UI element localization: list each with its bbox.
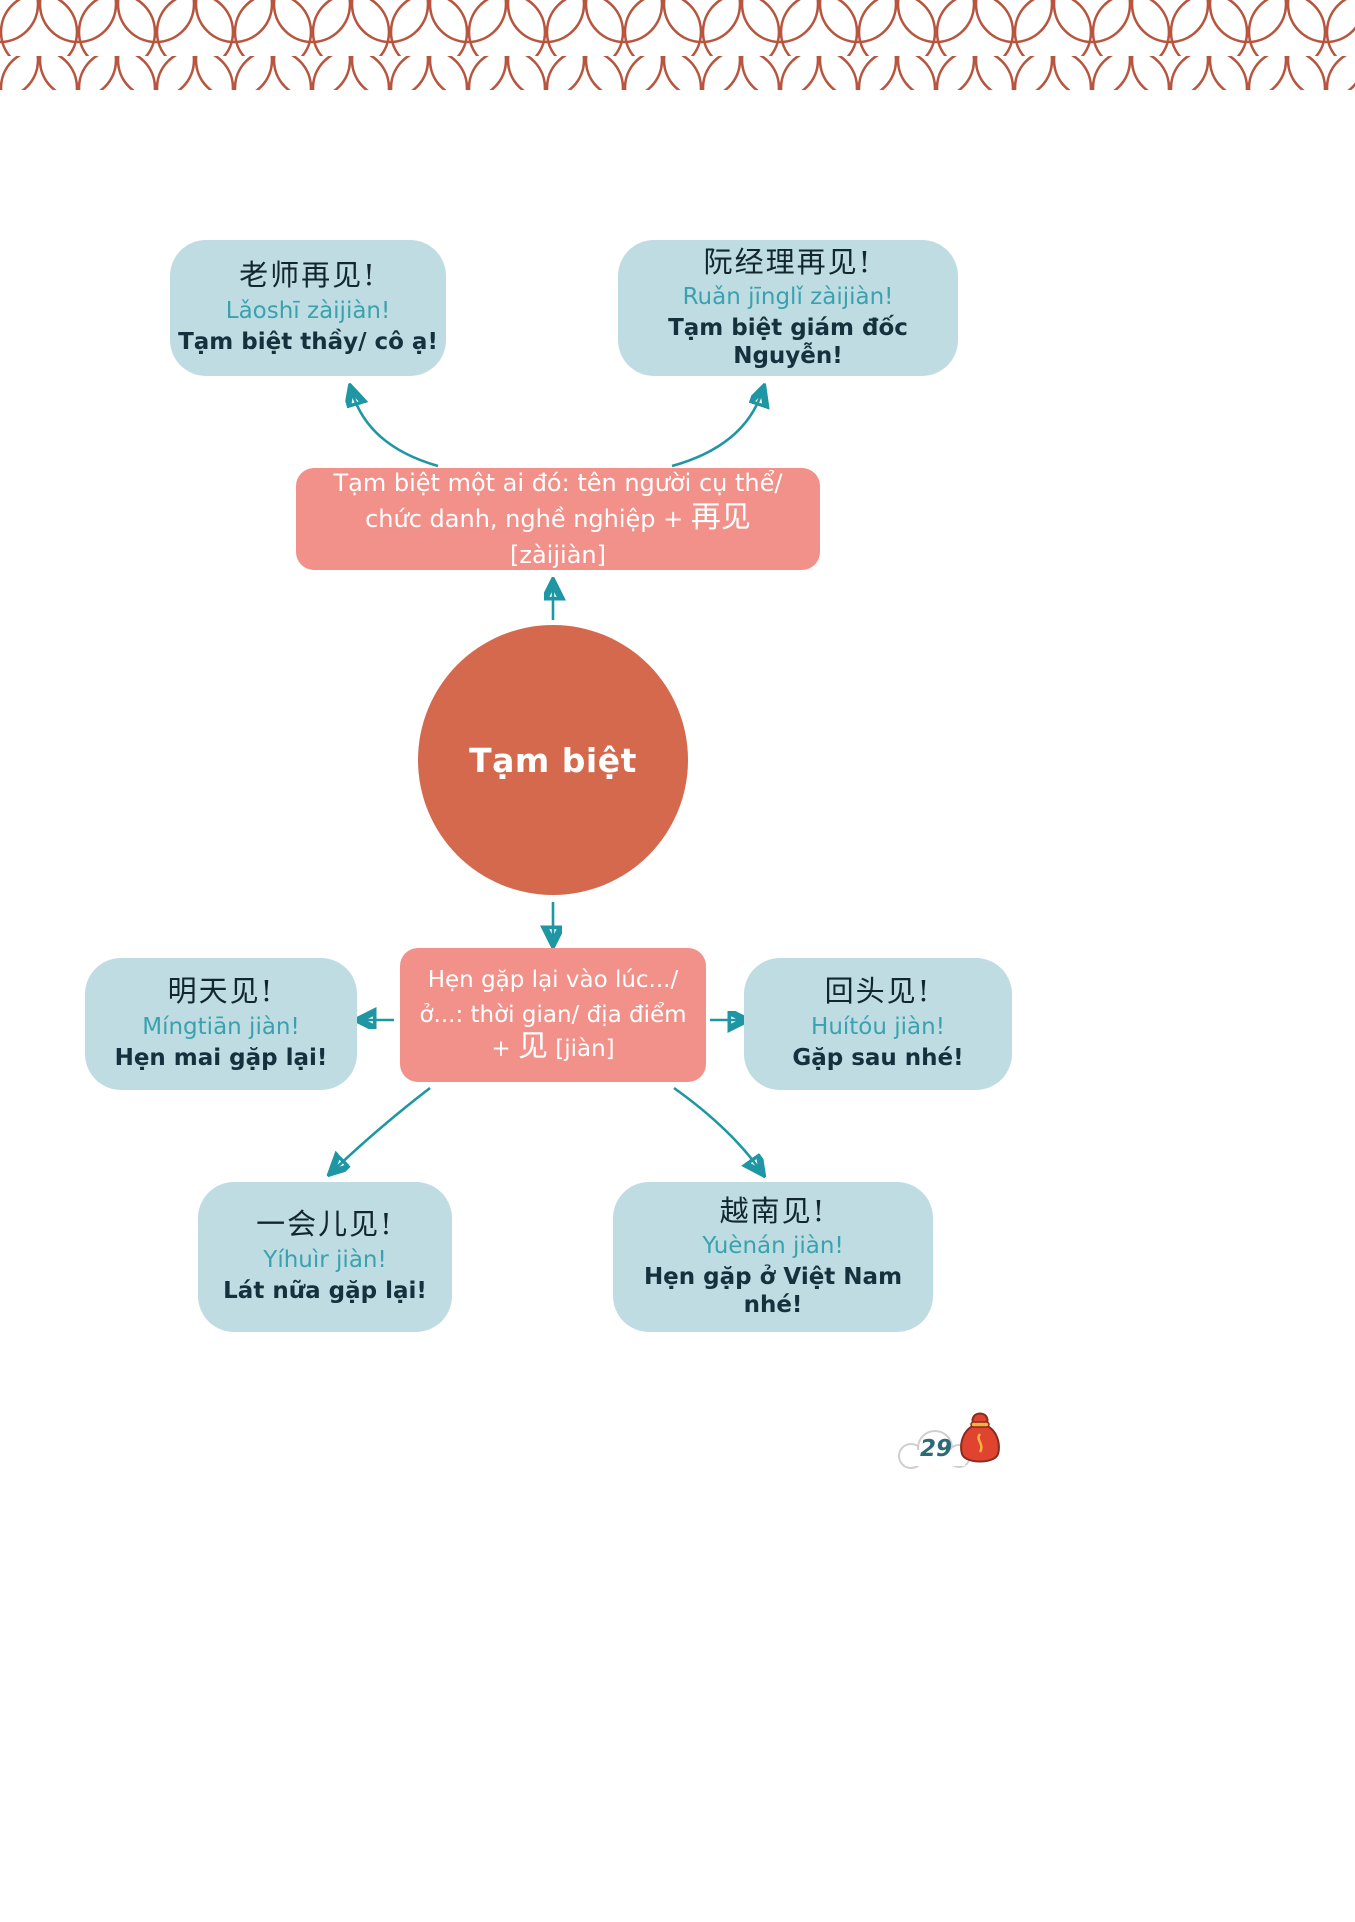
arrow-rule-bottom-to-example-bottom-right <box>673 1086 760 1170</box>
arrow-rule-top-to-example-top-left <box>352 392 439 468</box>
pinyin-text: Ruǎn jīnglǐ zàijiàn! <box>682 283 894 310</box>
example-box-bottom-right: 越南见! Yuènán jiàn! Hẹn gặp ở Việt Nam nhé… <box>613 1182 933 1332</box>
hanzi-text: 老师再见! <box>239 258 377 293</box>
example-box-mid-left: 明天见! Míngtiān jiàn! Hẹn mai gặp lại! <box>85 958 357 1090</box>
pinyin-text: Yuènán jiàn! <box>702 1232 844 1259</box>
page-footer: 29 <box>893 1408 1008 1474</box>
rule-text: Hẹn gặp lại vào lúc.../ ở...: thời gian/… <box>419 967 687 1065</box>
example-box-bottom-left: 一会儿见! Yíhuìr jiàn! Lát nữa gặp lại! <box>198 1182 452 1332</box>
pinyin-text: Lǎoshī zàijiàn! <box>225 297 391 324</box>
rule-hanzi-text: 再见 <box>690 500 751 535</box>
rule-text: Tạm biệt một ai đó: tên người cụ thể/ ch… <box>333 469 783 569</box>
vietnamese-text: Hẹn gặp ở Việt Nam nhé! <box>643 1264 903 1318</box>
hanzi-text: 明天见! <box>167 974 275 1009</box>
arrow-rule-bottom-to-example-bottom-left <box>334 1086 431 1170</box>
hanzi-text: 越南见! <box>719 1193 827 1228</box>
central-topic-label: Tạm biệt <box>469 740 637 780</box>
vietnamese-text: Lát nữa gặp lại! <box>223 1278 427 1305</box>
example-box-top-left: 老师再见! Lǎoshī zàijiàn! Tạm biệt thầy/ cô … <box>170 240 446 376</box>
rule-box-see-you-time-place: Hẹn gặp lại vào lúc.../ ở...: thời gian/… <box>400 948 706 1082</box>
money-pouch-icon <box>960 1412 1000 1463</box>
vietnamese-text: Tạm biệt thầy/ cô ạ! <box>178 329 438 356</box>
hanzi-text: 阮经理再见! <box>703 244 873 279</box>
vietnamese-text: Hẹn mai gặp lại! <box>114 1045 328 1072</box>
central-topic-circle: Tạm biệt <box>418 625 688 895</box>
example-box-mid-right: 回头见! Huítóu jiàn! Gặp sau nhé! <box>744 958 1012 1090</box>
rule-hanzi-text: 见 <box>517 1029 548 1065</box>
page-number: 29 <box>919 1436 952 1462</box>
vietnamese-text: Gặp sau nhé! <box>792 1045 964 1072</box>
vietnamese-text: Tạm biệt giám đốc Nguyễn! <box>668 315 908 369</box>
rule-box-farewell-person: Tạm biệt một ai đó: tên người cụ thể/ ch… <box>296 468 820 570</box>
example-box-top-right: 阮经理再见! Ruǎn jīnglǐ zàijiàn! Tạm biệt giá… <box>618 240 958 376</box>
cloud-shape <box>898 1430 971 1469</box>
arrow-rule-top-to-example-top-right <box>671 392 762 468</box>
pinyin-text: Míngtiān jiàn! <box>142 1013 300 1040</box>
pinyin-text: Yíhuìr jiàn! <box>263 1246 387 1273</box>
hanzi-text: 回头见! <box>824 974 932 1009</box>
pinyin-text: Huítóu jiàn! <box>811 1013 945 1040</box>
scale-pattern-banner <box>0 0 1355 90</box>
hanzi-text: 一会儿见! <box>256 1207 394 1242</box>
